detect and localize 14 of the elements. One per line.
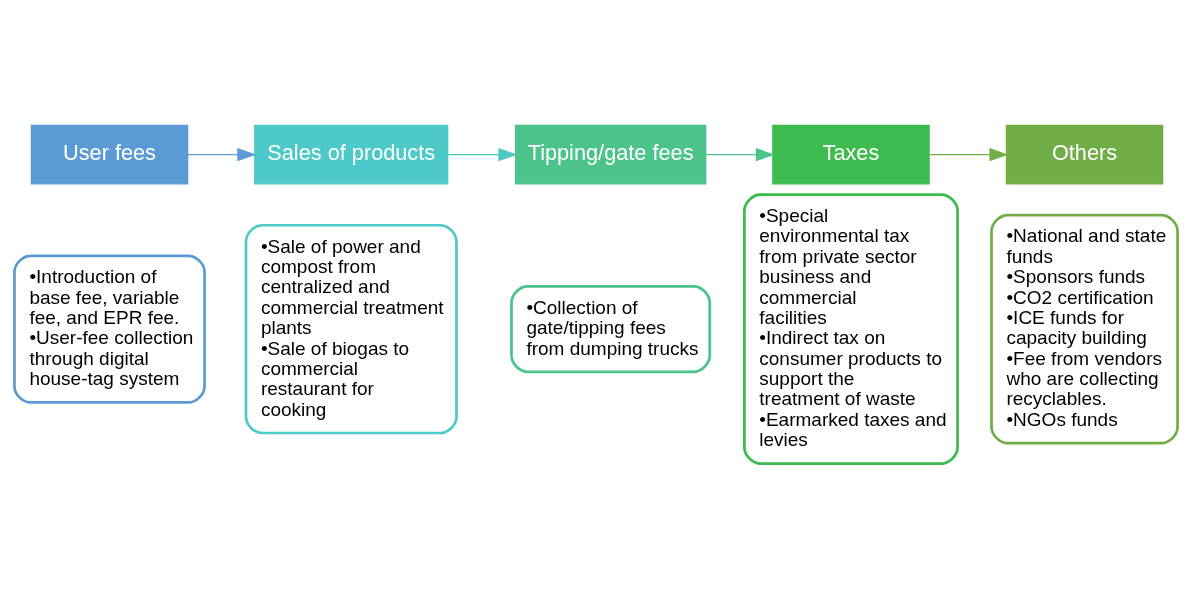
arrow (928, 147, 1009, 162)
arrow (705, 147, 775, 162)
arrow (447, 147, 518, 162)
node-box: •Special environmental tax from private sector business and commercial facilities •Indirect tax on consumer products to support the treatment of waste •Earmarked taxes and levies (743, 193, 959, 465)
node-box: Sales of products (254, 124, 449, 185)
node-box: Others (1005, 124, 1164, 185)
arrow (187, 147, 257, 162)
node-box: •Sale of power and compost from centralized and commercial treatment plants •Sale of biogas to commercial restaurant for cooking (244, 223, 458, 435)
node-box: •Introduction of base fee, variable fee, and EPR fee. •User-fee collection through digital house-tag system (13, 254, 206, 404)
node-box: •National and state funds •Sponsors funds •CO2 certification •ICE funds for capacity building •Fee from vendors who are collecting recyclables. •NGOs funds (990, 213, 1179, 445)
node-box: •Collection of gate/tipping fees from dumping trucks (510, 285, 712, 374)
node-box: Taxes (772, 124, 930, 185)
node-box: User fees (30, 124, 189, 185)
node-box: Tipping/gate fees (514, 124, 707, 185)
